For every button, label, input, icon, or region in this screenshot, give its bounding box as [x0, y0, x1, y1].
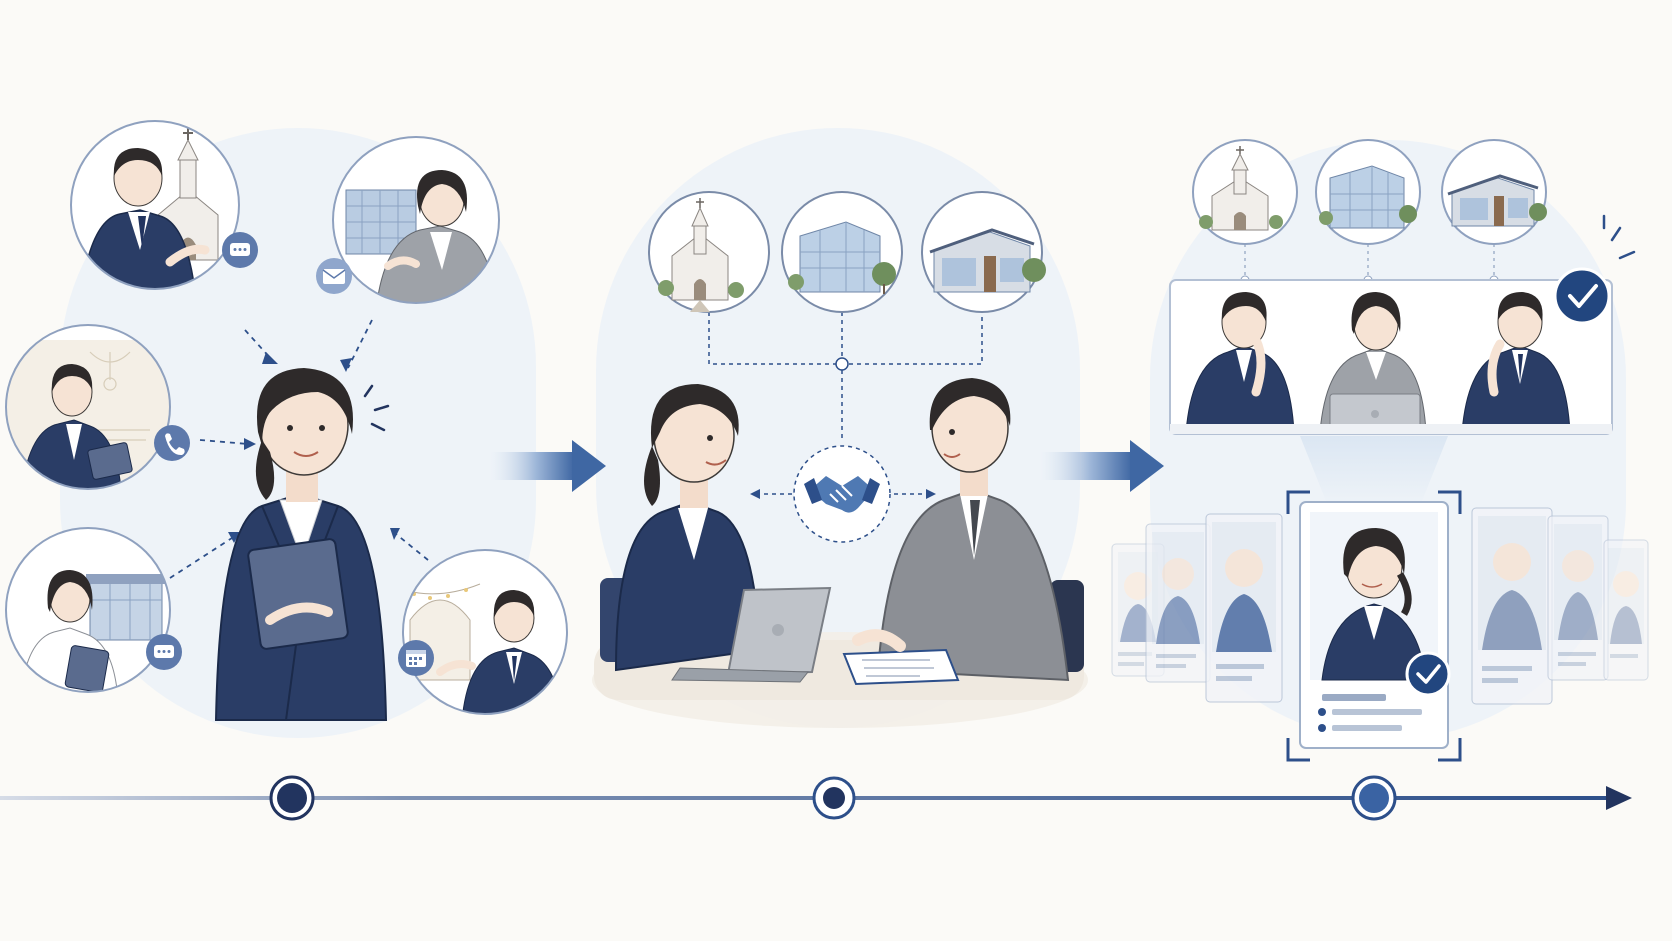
- phone-icon: [154, 425, 190, 461]
- timeline-milestone-2: [814, 778, 854, 818]
- candidate-cards: [1112, 492, 1648, 760]
- candidate-card: [1548, 516, 1608, 680]
- venue-church: [1193, 140, 1297, 244]
- timeline-milestone-3: [1353, 777, 1395, 819]
- handshake-icon: [794, 446, 890, 542]
- candidate-card: [1604, 540, 1648, 680]
- interview-panel: [1170, 280, 1612, 434]
- chat-bubble-icon: [146, 634, 182, 670]
- venue-church: [649, 192, 769, 312]
- venue-glass-office: [1316, 140, 1420, 244]
- candidate-card: [1472, 508, 1552, 704]
- arrow-right-icon: [1606, 786, 1632, 810]
- envelope-icon: [316, 258, 352, 294]
- calendar-icon: [398, 640, 434, 676]
- timeline-milestone-1: [271, 777, 313, 819]
- venue-glass-office: [782, 192, 902, 312]
- timeline: [0, 777, 1632, 819]
- candidate-card: [1206, 514, 1282, 702]
- chat-bubble-icon: [222, 232, 258, 268]
- check-icon: [1555, 269, 1609, 323]
- selected-candidate-card: [1288, 492, 1460, 760]
- candidate-card: [1146, 524, 1210, 682]
- venue-modern-building: [1442, 140, 1547, 244]
- check-icon: [1407, 653, 1449, 695]
